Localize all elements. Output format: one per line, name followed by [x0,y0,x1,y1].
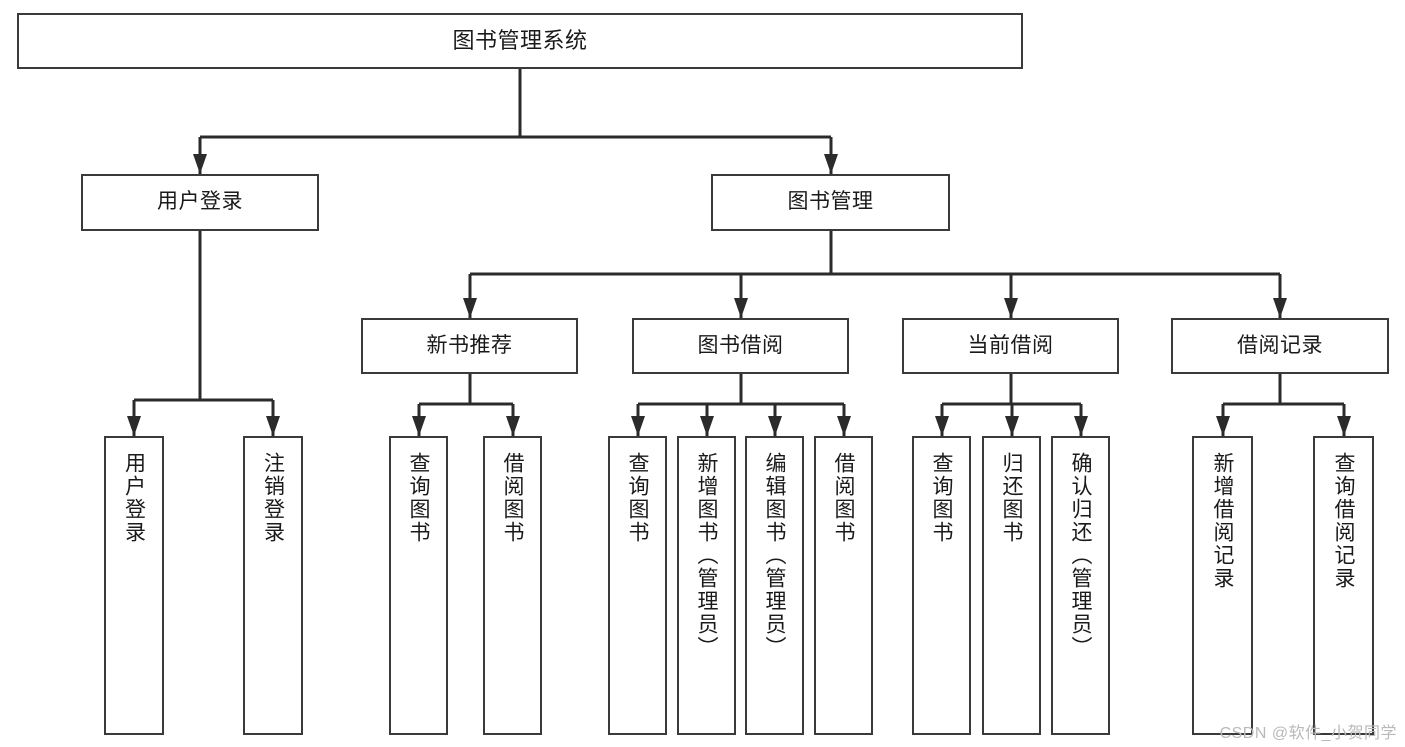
edge-arrowhead-icon [768,416,782,436]
node-leaf-add-record[interactable]: 新增借阅记录 [1192,436,1253,735]
node-leaf-add-book[interactable]: 新增图书（管理员） [677,436,736,735]
node-label: 图书管理 [787,190,874,214]
node-user-login[interactable]: 用户登录 [81,174,319,231]
edge-arrowhead-icon [193,154,207,174]
edge-arrowhead-icon [824,154,838,174]
node-label: 用户登录 [157,190,243,214]
edge-arrowhead-icon [1273,298,1287,318]
node-book-manage[interactable]: 图书管理 [711,174,950,231]
node-leaf-edit-book[interactable]: 编辑图书（管理员） [745,436,804,735]
watermark: CSDN @软件_小贺同学 [1219,725,1397,742]
node-leaf-confirm-return[interactable]: 确认归还（管理员） [1051,436,1110,735]
node-leaf-return-book[interactable]: 归还图书 [982,436,1041,735]
node-label: 查询图书 [407,452,430,544]
edge-arrowhead-icon [631,416,645,436]
edge-arrowhead-icon [734,298,748,318]
node-label: 借阅图书 [501,452,524,544]
node-label: 查询图书 [930,452,953,544]
edge-arrowhead-icon [266,416,280,436]
node-borrow-record[interactable]: 借阅记录 [1171,318,1389,374]
node-leaf-user-login[interactable]: 用户登录 [104,436,164,735]
node-label: 注销登录 [261,452,285,544]
node-label: 新增借阅记录 [1211,452,1234,590]
node-leaf-borrow-book[interactable]: 借阅图书 [814,436,873,735]
node-label: 图书管理系统 [452,28,588,54]
edge-arrowhead-icon [463,298,477,318]
node-label: 新增图书（管理员） [695,452,718,659]
node-label: 当前借阅 [967,333,1054,357]
node-leaf-borrow-book-rec[interactable]: 借阅图书 [483,436,542,735]
node-label: 编辑图书（管理员） [763,452,786,659]
edge-arrowhead-icon [935,416,949,436]
node-label: 新书推荐 [426,333,513,357]
edge-arrowhead-icon [700,416,714,436]
node-leaf-user-logout[interactable]: 注销登录 [243,436,303,735]
node-current-borrow[interactable]: 当前借阅 [902,318,1119,374]
node-label: 归还图书 [1000,452,1023,544]
node-leaf-query-book-cur[interactable]: 查询图书 [912,436,971,735]
edge-arrowhead-icon [127,416,141,436]
node-leaf-query-book-rec[interactable]: 查询图书 [389,436,448,735]
node-leaf-query-record[interactable]: 查询借阅记录 [1313,436,1374,735]
node-root[interactable]: 图书管理系统 [17,13,1023,69]
edge-arrowhead-icon [412,416,426,436]
node-label: 确认归还（管理员） [1069,452,1092,659]
edge-arrowhead-icon [1005,416,1019,436]
node-label: 查询借阅记录 [1332,452,1355,590]
node-new-book-rec[interactable]: 新书推荐 [361,318,578,374]
edge-arrowhead-icon [1004,298,1018,318]
edge-arrowhead-icon [1216,416,1230,436]
node-label: 用户登录 [122,452,146,544]
edge-arrowhead-icon [506,416,520,436]
edge-arrowhead-icon [1337,416,1351,436]
edge-arrowhead-icon [837,416,851,436]
node-label: 借阅图书 [832,452,855,544]
node-book-borrow[interactable]: 图书借阅 [632,318,849,374]
node-label: 图书借阅 [697,333,784,357]
node-label: 查询图书 [626,452,649,544]
node-label: 借阅记录 [1237,333,1323,357]
node-leaf-query-book-borrow[interactable]: 查询图书 [608,436,667,735]
edge-arrowhead-icon [1074,416,1088,436]
